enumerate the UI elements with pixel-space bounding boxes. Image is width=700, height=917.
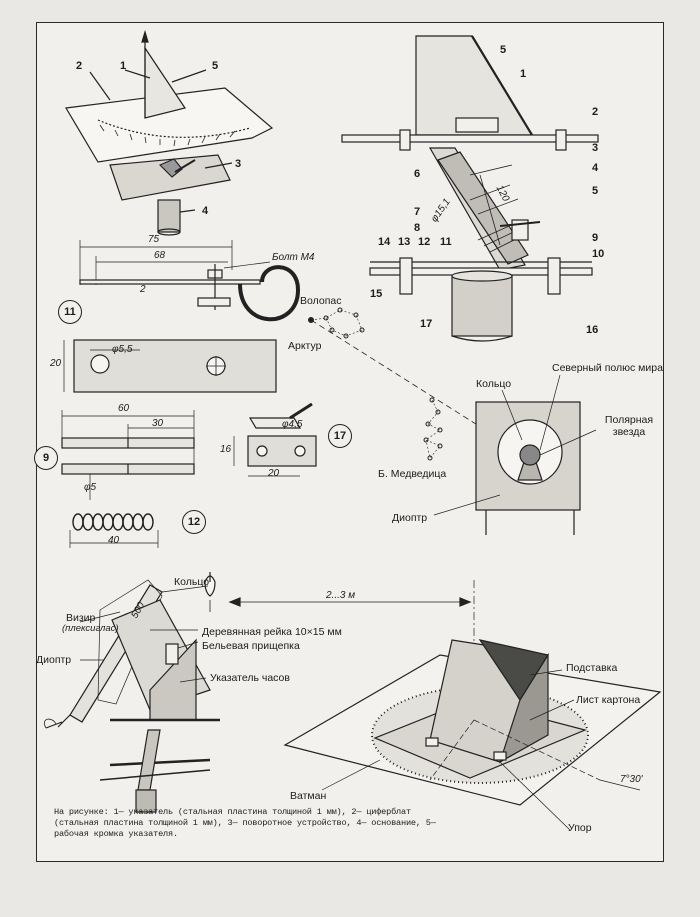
sundial-perspective [65, 29, 274, 236]
circled-12: 12 [182, 510, 206, 534]
dim-2: 2 [140, 284, 146, 295]
asm-part-8: 8 [414, 222, 421, 234]
asm-part-5-top: 5 [500, 44, 507, 56]
asm-part-4: 4 [592, 162, 599, 174]
axis-9 [61, 410, 195, 500]
circled-17: 17 [328, 424, 352, 448]
label-koltso-2: Кольцо [174, 576, 210, 588]
circled-9: 9 [34, 446, 58, 470]
label-dioptr: Диоптр [392, 512, 428, 524]
asm-part-2: 2 [592, 106, 599, 118]
part-5-label: 5 [212, 60, 219, 72]
calibration-view [44, 572, 220, 813]
label-polar-star: Полярная звезда [604, 414, 654, 438]
asm-part-15: 15 [370, 288, 383, 300]
label-dioptr-2: Диоптр [36, 654, 72, 666]
part-3-label: 3 [235, 158, 242, 170]
dim-phi45: φ4,5 [282, 419, 303, 430]
dim-60: 60 [118, 403, 130, 414]
dim-phi5: φ5 [84, 482, 97, 493]
dim-40: 40 [108, 535, 120, 546]
dim-angle: 7°30' [620, 774, 643, 785]
part-4-label: 4 [202, 205, 209, 217]
part-1-label: 1 [120, 60, 127, 72]
label-volopas: Волопас [300, 295, 342, 307]
asm-part-10: 10 [592, 248, 605, 260]
label-plexiglas: (плексиглас) [62, 623, 119, 634]
label-stop: Упор [568, 822, 592, 834]
label-arktur: Арктур [288, 340, 322, 352]
label-rail: Деревянная рейка 10×15 мм [202, 626, 342, 638]
label-stand: Подставка [566, 662, 618, 674]
spring-12 [69, 513, 159, 548]
label-clothespin: Бельевая прищепка [202, 640, 300, 652]
label-big-dipper: Б. Медведица [378, 468, 447, 480]
asm-part-11: 11 [440, 236, 452, 248]
asm-part-6: 6 [414, 168, 421, 180]
asm-part-5: 5 [592, 185, 599, 197]
asm-part-14: 14 [378, 236, 391, 248]
sheet-setup [228, 580, 662, 831]
bracket-11 [63, 240, 301, 393]
label-hour-pointer: Указатель часов [210, 672, 290, 684]
star-chart [308, 307, 597, 535]
part-2-label: 2 [76, 60, 83, 72]
asm-part-7: 7 [414, 206, 421, 218]
asm-part-3: 3 [592, 142, 599, 154]
dim-75: 75 [148, 234, 160, 245]
dim-20: 20 [50, 358, 62, 369]
dim-68: 68 [154, 250, 166, 261]
dim-phi55: φ5,5 [112, 344, 133, 355]
dim-16: 16 [220, 444, 232, 455]
label-vatman: Ватман [290, 790, 327, 802]
circled-11: 11 [58, 300, 82, 324]
label-cardboard: Лист картона [576, 694, 641, 706]
asm-part-13: 13 [398, 236, 411, 248]
figure-caption: На рисунке: 1— указатель (стальная пласт… [54, 807, 436, 839]
asm-part-1: 1 [520, 68, 527, 80]
asm-part-16: 16 [586, 324, 599, 336]
asm-part-9: 9 [592, 232, 599, 244]
assembly-side-view [341, 35, 599, 342]
part-17 [233, 402, 317, 477]
dim-20b: 20 [268, 468, 280, 479]
asm-part-12: 12 [418, 236, 431, 248]
dim-bolt: Болт М4 [272, 252, 315, 263]
asm-part-17: 17 [420, 318, 433, 330]
dim-30: 30 [152, 418, 164, 429]
dim-distance: 2...3 м [326, 590, 356, 601]
label-koltso: Кольцо [476, 378, 512, 390]
label-vizir: Визир [66, 612, 96, 624]
label-north-pole: Северный полюс мира [552, 362, 663, 374]
